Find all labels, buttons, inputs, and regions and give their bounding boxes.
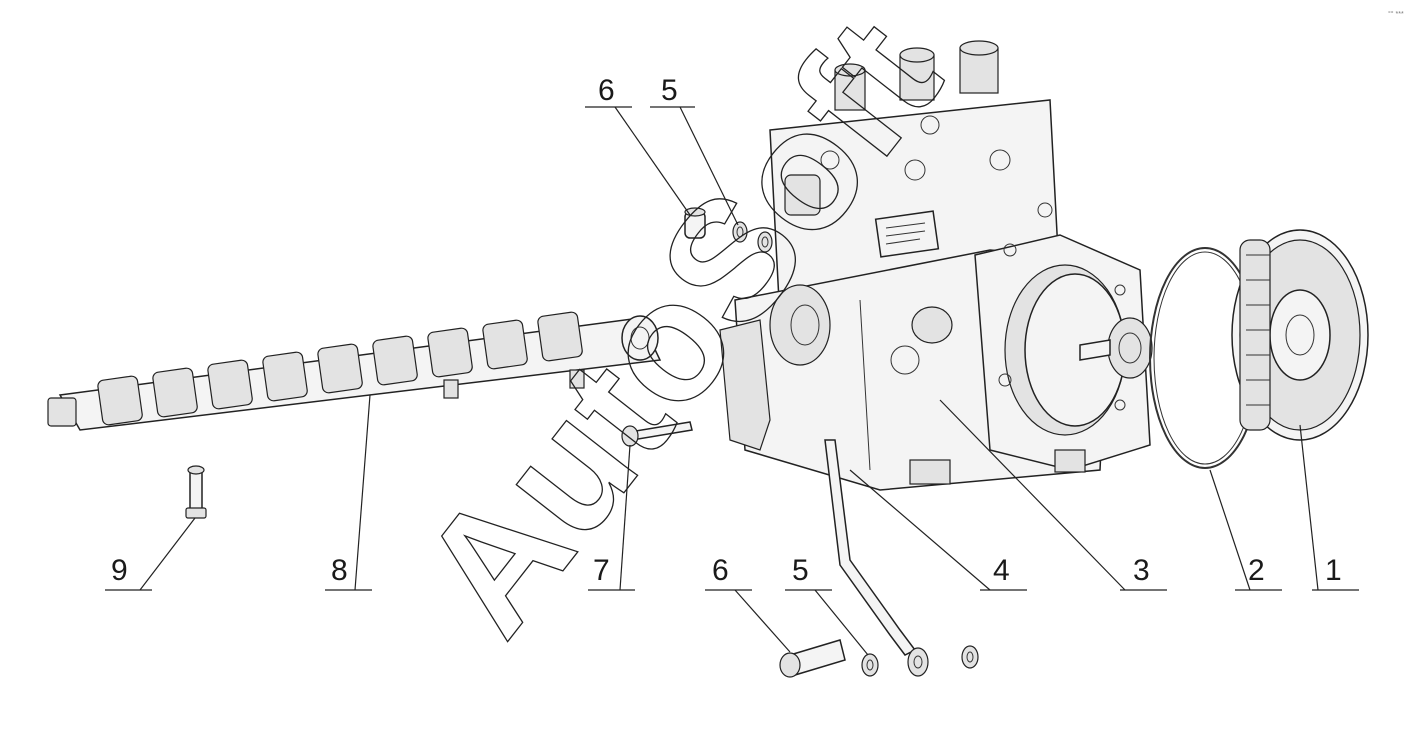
leader-lines: [105, 106, 1359, 656]
gear-part-1: [1231, 229, 1369, 441]
callout-5-top: 5: [661, 74, 678, 107]
callout-3: 3: [1133, 554, 1150, 587]
washer-part-5-bottom: [861, 645, 979, 677]
banjo-bolt-part-6-bottom: [779, 639, 846, 678]
bolt-part-7: [621, 421, 693, 447]
callout-2: 2: [1248, 554, 1265, 587]
rail-ports: [97, 311, 583, 426]
callout-7: 7: [593, 554, 610, 587]
bolt-part-9: [185, 465, 207, 519]
washer-part-5-top: [732, 221, 773, 253]
callout-6-top: 6: [598, 74, 615, 107]
callout-8: 8: [331, 554, 348, 587]
callout-numbers: 6 5 9 8 7 4 3 2 1 6 5: [111, 74, 1342, 587]
corner-mark: °° ***: [1388, 10, 1404, 18]
callout-5-bottom: 5: [792, 554, 809, 587]
callout-9: 9: [111, 554, 128, 587]
callout-6-bottom: 6: [712, 554, 729, 587]
callout-1: 1: [1325, 554, 1342, 587]
pipe-part-4: [824, 439, 929, 677]
callout-4: 4: [993, 554, 1010, 587]
fuel-rail-part: [47, 311, 662, 431]
pump-body-part-3: [719, 40, 1153, 491]
plug-screw-part-6-top: [684, 207, 706, 239]
